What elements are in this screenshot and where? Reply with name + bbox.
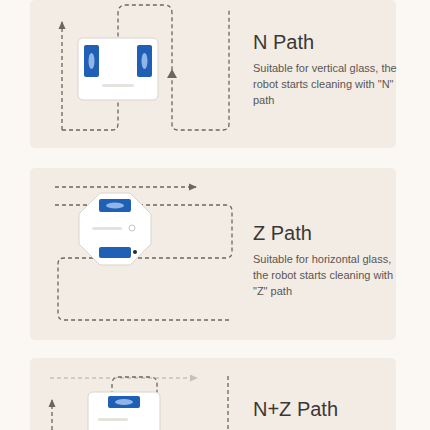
path-title: N Path xyxy=(253,30,403,54)
panel-ground xyxy=(30,358,396,430)
robot xyxy=(78,38,158,100)
path-title: Z Path xyxy=(253,221,403,245)
z-path xyxy=(55,187,232,320)
path-panel: Z PathSuitable for horizontal glass, the… xyxy=(30,168,396,340)
n-path xyxy=(62,5,229,130)
path-description: Suitable for vertical glass, the robot s… xyxy=(253,61,403,109)
robot xyxy=(79,193,151,265)
direction-arrow xyxy=(167,69,177,78)
robot xyxy=(88,392,160,430)
path-panel: N PathSuitable for vertical glass, the r… xyxy=(30,0,396,148)
path-title: N+Z Path xyxy=(253,397,403,421)
path-panel: N+Z Path xyxy=(30,358,396,430)
path-description: Suitable for horizontal glass, the robot… xyxy=(253,252,403,300)
